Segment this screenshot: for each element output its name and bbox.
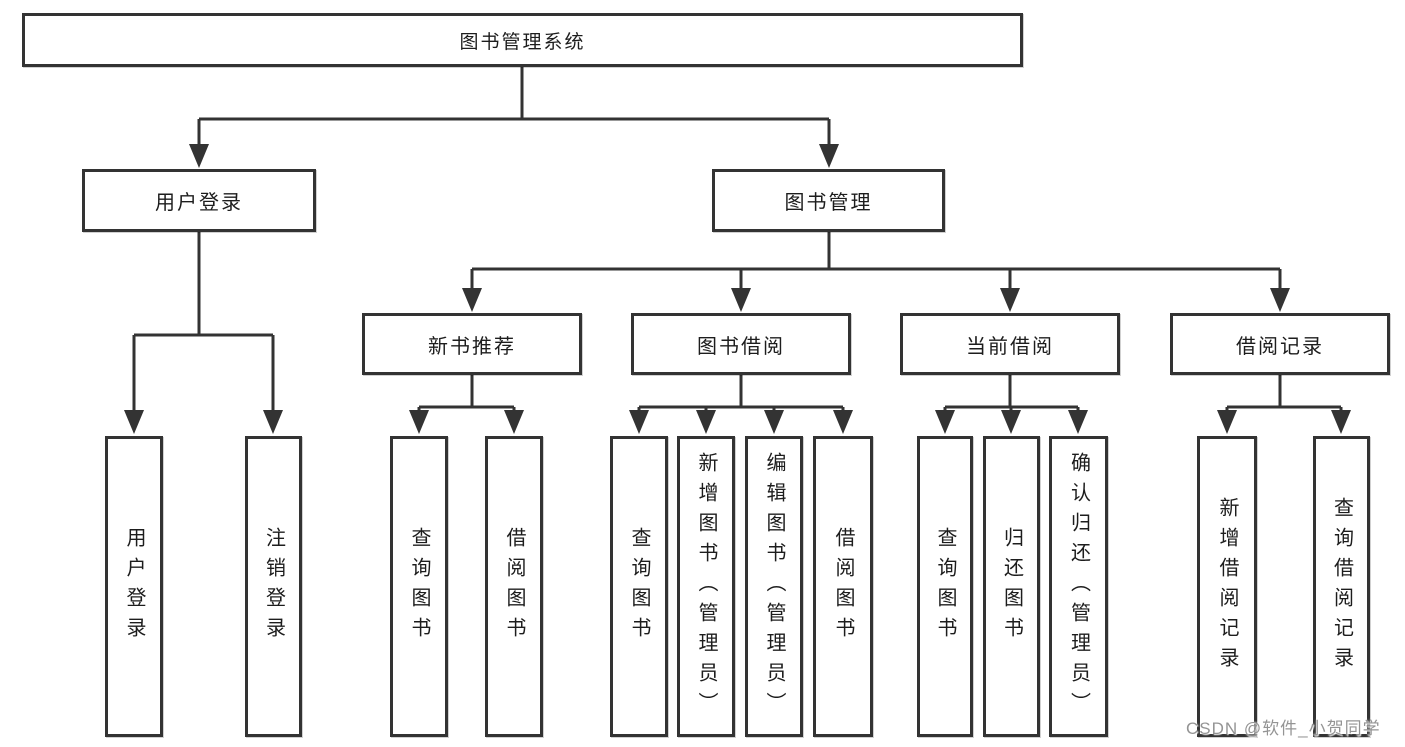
node-label: 当前借阅 bbox=[966, 335, 1054, 358]
node-current-borrow: 当前借阅 bbox=[900, 313, 1120, 375]
leaf-label: 新增借阅记录 bbox=[1216, 496, 1238, 677]
leaf-label: 用户登录 bbox=[123, 526, 145, 647]
leaf-logout: 注销登录 bbox=[245, 436, 302, 737]
arrowheads bbox=[124, 144, 1351, 434]
node-label: 借阅记录 bbox=[1236, 335, 1324, 358]
leaf-label: 查询图书 bbox=[408, 526, 430, 647]
leaf-add-books-admin: 新增图书（管理员） bbox=[677, 436, 735, 737]
node-borrow-records: 借阅记录 bbox=[1170, 313, 1390, 375]
leaf-label: 借阅图书 bbox=[503, 526, 525, 647]
node-library-system: 图书管理系统 bbox=[22, 13, 1023, 67]
node-book-management: 图书管理 bbox=[712, 169, 945, 232]
node-label: 图书管理 bbox=[784, 192, 873, 214]
leaf-query-books-2: 查询图书 bbox=[610, 436, 668, 737]
leaf-label: 归还图书 bbox=[1000, 526, 1023, 647]
leaf-label: 新增图书（管理员） bbox=[695, 451, 717, 722]
node-label: 图书借阅 bbox=[697, 335, 785, 358]
leaf-query-books-3: 查询图书 bbox=[917, 436, 973, 737]
node-user-login-branch: 用户登录 bbox=[82, 169, 316, 232]
leaf-add-borrow-record: 新增借阅记录 bbox=[1197, 436, 1257, 737]
leaf-return-books: 归还图书 bbox=[983, 436, 1040, 737]
leaf-borrow-books-2: 借阅图书 bbox=[813, 436, 873, 737]
leaf-user-login: 用户登录 bbox=[105, 436, 163, 737]
node-label: 图书管理系统 bbox=[459, 31, 586, 53]
leaf-label: 借阅图书 bbox=[832, 526, 854, 647]
node-book-borrow: 图书借阅 bbox=[631, 313, 851, 375]
leaf-edit-books-admin: 编辑图书（管理员） bbox=[745, 436, 803, 737]
leaf-query-borrow-record: 查询借阅记录 bbox=[1313, 436, 1370, 737]
leaf-confirm-return-admin: 确认归还（管理员） bbox=[1049, 436, 1108, 737]
node-new-book-recommend: 新书推荐 bbox=[362, 313, 582, 375]
leaf-label: 编辑图书（管理员） bbox=[763, 451, 785, 722]
leaf-label: 查询图书 bbox=[934, 526, 956, 647]
leaf-label: 确认归还（管理员） bbox=[1067, 451, 1090, 722]
leaf-label: 查询图书 bbox=[628, 526, 650, 647]
leaf-borrow-books-1: 借阅图书 bbox=[485, 436, 543, 737]
leaf-query-books-1: 查询图书 bbox=[390, 436, 448, 737]
leaf-label: 注销登录 bbox=[262, 526, 285, 647]
node-label: 新书推荐 bbox=[428, 335, 516, 358]
leaf-label: 查询借阅记录 bbox=[1330, 496, 1353, 677]
node-label: 用户登录 bbox=[155, 192, 243, 214]
csdn-watermark: CSDN @软件_小贺同学 bbox=[1186, 719, 1381, 738]
